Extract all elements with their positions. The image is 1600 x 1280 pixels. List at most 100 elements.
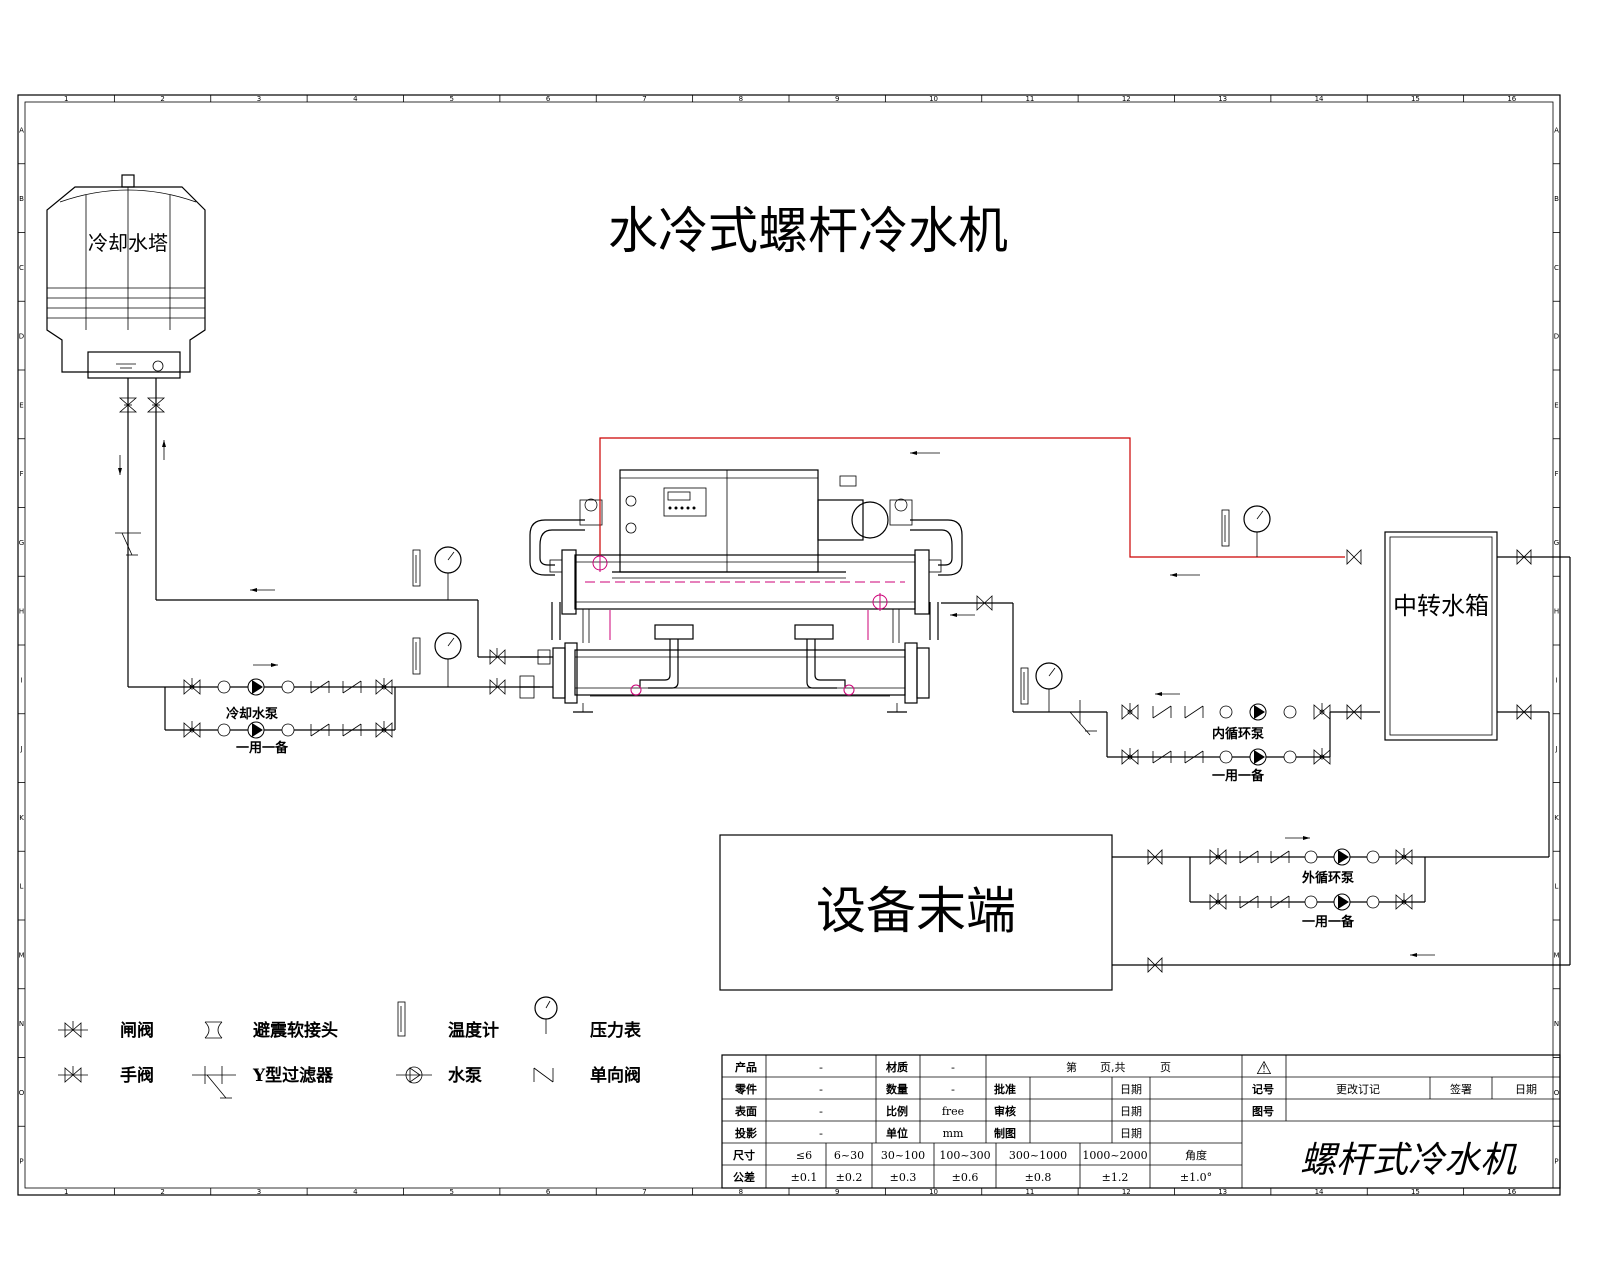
tb-r4-c5: 制图 <box>994 1126 1016 1140</box>
pressure-gauge-return <box>1035 662 1063 712</box>
tb-r2-c6: 日期 <box>1120 1083 1142 1096</box>
col-label-bottom: 5 <box>449 1188 453 1196</box>
tb-r1-c3: 材质 <box>886 1060 908 1074</box>
col-label-top: 2 <box>160 95 164 103</box>
tb-r2-c10: 日期 <box>1515 1083 1537 1096</box>
thermometer-cond-out <box>412 549 421 587</box>
col-label-bottom: 7 <box>642 1188 646 1196</box>
col-label-bottom: 12 <box>1122 1188 1131 1196</box>
legend-label-5: Y型过滤器 <box>252 1065 334 1086</box>
tb-r6-cell-3: ±0.3 <box>890 1171 917 1184</box>
tower-valve-1 <box>118 397 138 413</box>
water-pump-icon <box>1249 703 1267 721</box>
row-label-left: O <box>19 1089 25 1097</box>
tb-r1-c1: 产品 <box>735 1060 757 1074</box>
flex-joint-icon <box>1219 705 1233 719</box>
gate-valve-icon <box>1395 893 1413 910</box>
water-pump-icon <box>396 1066 432 1084</box>
hand-valve-icon <box>58 1066 88 1083</box>
tb-r2-c1: 零件 <box>734 1082 757 1096</box>
col-label-top: 1 <box>64 95 68 103</box>
tb-r1-c5: 第 <box>1066 1060 1077 1074</box>
cooling-tower: 冷却水塔 <box>46 174 206 379</box>
col-label-bottom: 15 <box>1411 1188 1420 1196</box>
row-label-left: M <box>18 951 24 959</box>
row-label-left: J <box>19 745 22 753</box>
col-label-top: 12 <box>1122 95 1131 103</box>
row-label-left: B <box>19 195 24 203</box>
gate-valve-icon <box>1121 748 1139 765</box>
tb-r6-cell-4: ±0.6 <box>952 1171 979 1184</box>
row-label-right: J <box>1554 745 1557 753</box>
check-valve-icon <box>533 1067 554 1083</box>
tb-warning-icon: ⚠ <box>1256 1058 1272 1079</box>
row-label-right: P <box>1554 1158 1558 1166</box>
row-label-right: K <box>1554 814 1559 822</box>
tb-r5-cell-6: 1000~2000 <box>1082 1149 1147 1162</box>
tb-r3-c6: 日期 <box>1120 1105 1142 1118</box>
flex-joint-icon <box>281 723 295 737</box>
row-label-left: C <box>19 264 24 272</box>
check-valve-icon <box>1184 750 1204 764</box>
cooling-pump-row-2 <box>183 721 393 739</box>
col-label-top: 9 <box>835 95 839 103</box>
flex-joint-icon <box>1304 850 1318 864</box>
row-label-right: N <box>1554 1020 1559 1028</box>
tb-r5-cell-7: 角度 <box>1185 1148 1207 1162</box>
tb-r4-c1: 投影 <box>735 1126 757 1140</box>
row-label-right: B <box>1554 195 1559 203</box>
col-label-top: 13 <box>1218 95 1227 103</box>
row-label-left: A <box>19 126 24 134</box>
water-pump-icon <box>247 721 265 739</box>
row-label-left: G <box>19 539 24 547</box>
row-label-right: G <box>1554 539 1559 547</box>
water-pump-icon <box>1249 748 1267 766</box>
chilled-water-supply-pipe <box>599 437 1345 577</box>
tb-r4-c2: - <box>819 1127 823 1140</box>
col-label-bottom: 16 <box>1507 1188 1516 1196</box>
tb-r1-c2: - <box>819 1061 823 1074</box>
flex-joint-icon <box>1366 850 1380 864</box>
col-label-bottom: 13 <box>1218 1188 1227 1196</box>
tb-r5-cell-0: 尺寸 <box>733 1148 755 1162</box>
outer-pump-row-1 <box>1209 848 1413 866</box>
tb-r3-c1: 表面 <box>734 1104 757 1118</box>
gate-valve-icon <box>375 721 393 738</box>
col-label-bottom: 11 <box>1025 1188 1034 1196</box>
inner-pump-standby: 一用一备 <box>1212 768 1265 784</box>
col-label-bottom: 2 <box>160 1188 164 1196</box>
water-pump-icon <box>247 678 265 696</box>
check-valve-icon <box>1270 895 1290 909</box>
row-label-right: E <box>1554 401 1558 409</box>
row-label-right: F <box>1554 470 1558 478</box>
check-valve-icon <box>342 680 362 694</box>
gate-valve-icon <box>375 678 393 695</box>
row-label-right: M <box>1553 951 1559 959</box>
col-label-bottom: 14 <box>1315 1188 1324 1196</box>
title-block: 产品 - 材质 - 第 页,共 页 ⚠ 零件 - 数量 - 批准 日期 记号 更… <box>721 1054 1561 1189</box>
thermometer-cond-in <box>412 637 421 675</box>
gate-valve-icon <box>1395 848 1413 865</box>
inner-pump-row-2 <box>1121 748 1331 766</box>
tb-r5-cell-5: 300~1000 <box>1009 1149 1067 1162</box>
water-pump-icon <box>1333 848 1351 866</box>
check-valve-icon <box>1152 705 1172 719</box>
page-title: 水冷式螺杆冷水机 <box>608 202 1008 260</box>
col-label-bottom: 8 <box>739 1188 743 1196</box>
col-label-top: 3 <box>257 95 261 103</box>
outer-pump-label: 外循环泵 <box>1301 870 1354 886</box>
col-label-top: 8 <box>739 95 743 103</box>
transfer-tank-label: 中转水箱 <box>1393 592 1489 620</box>
check-valve-icon <box>342 723 362 737</box>
row-label-right: H <box>1554 608 1559 616</box>
gate-valve-icon <box>1313 748 1331 765</box>
legend-label-7: 单向阀 <box>590 1065 641 1086</box>
tb-r5-cell-2: 6~30 <box>834 1149 864 1162</box>
outer-pump-standby: 一用一备 <box>1302 914 1355 930</box>
tb-r2-c2: - <box>819 1083 823 1096</box>
cooling-pump-row-1 <box>183 678 393 696</box>
gate-valve-icon <box>183 678 201 695</box>
screw-chiller-unit <box>519 469 963 713</box>
tb-r6-cell-6: ±1.2 <box>1102 1171 1129 1184</box>
col-label-bottom: 9 <box>835 1188 839 1196</box>
